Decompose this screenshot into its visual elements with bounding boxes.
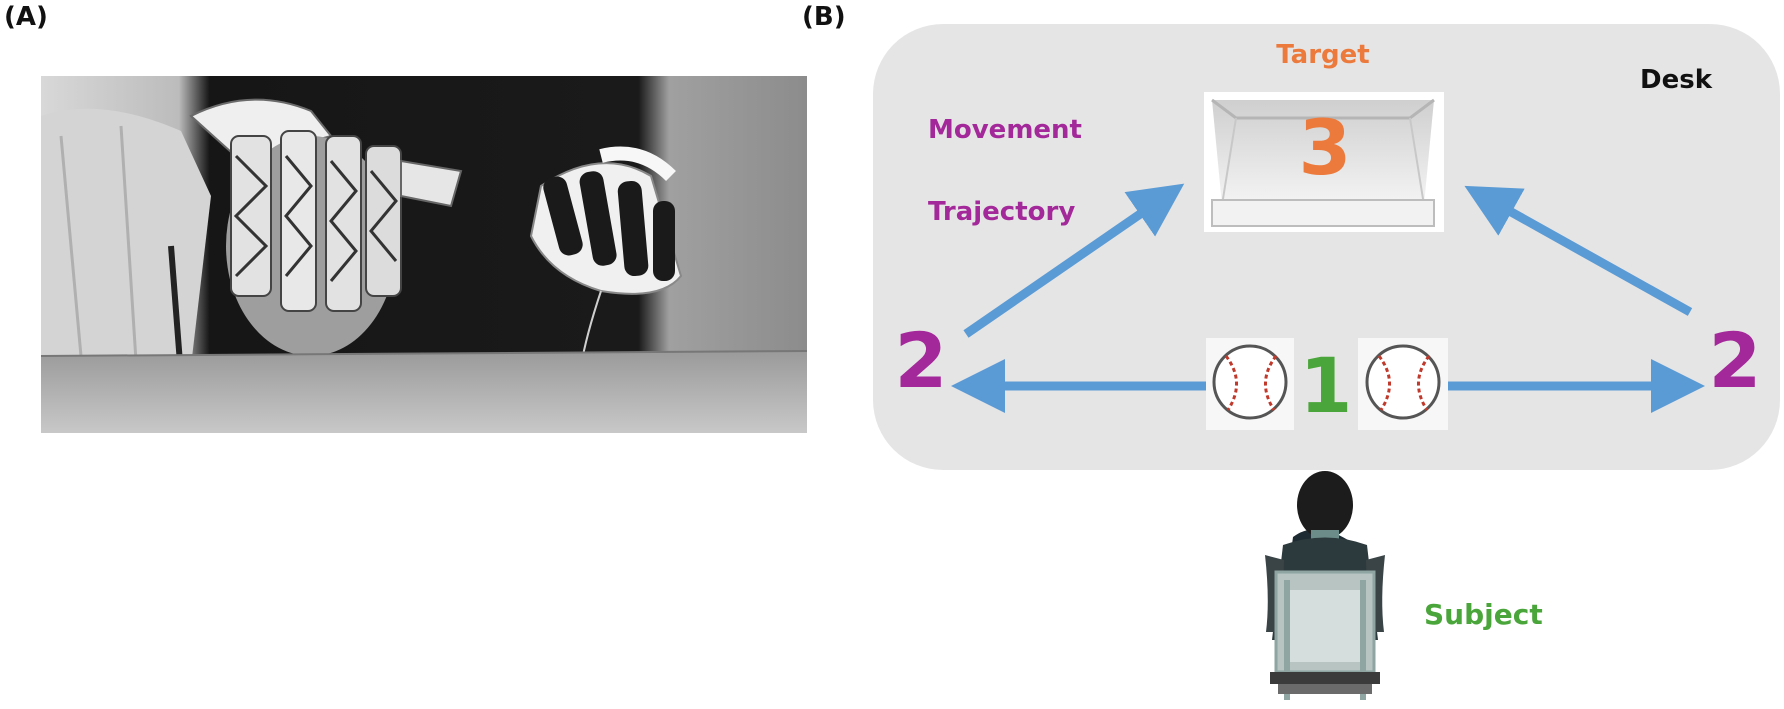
- trajectory-label: Trajectory: [928, 197, 1075, 227]
- position-2-right: 2: [1709, 316, 1762, 405]
- baseball-icon: [1206, 338, 1294, 430]
- subject-figure: [1265, 471, 1385, 700]
- panel-b-label: (B): [802, 2, 846, 32]
- position-1-start: 1: [1300, 341, 1353, 430]
- exoskeleton-device: [168, 98, 463, 377]
- sensor-glove: [529, 146, 683, 367]
- target-box: [1204, 92, 1444, 232]
- desk-label: Desk: [1640, 65, 1713, 95]
- trajectory-arrow-left-to-target: [963, 183, 1185, 338]
- desk-area: [873, 24, 1780, 470]
- position-2-left: 2: [895, 316, 948, 405]
- target-label: Target: [1276, 40, 1369, 70]
- position-3-target: 3: [1299, 103, 1352, 192]
- movement-label: Movement: [928, 115, 1082, 145]
- robotic-glove-photo: [41, 76, 807, 433]
- panel-a-label: (A): [4, 2, 48, 32]
- subject-label: Subject: [1424, 598, 1543, 631]
- baseball-icon: [1358, 338, 1448, 430]
- trajectory-arrow-right-to-target: [1464, 185, 1693, 316]
